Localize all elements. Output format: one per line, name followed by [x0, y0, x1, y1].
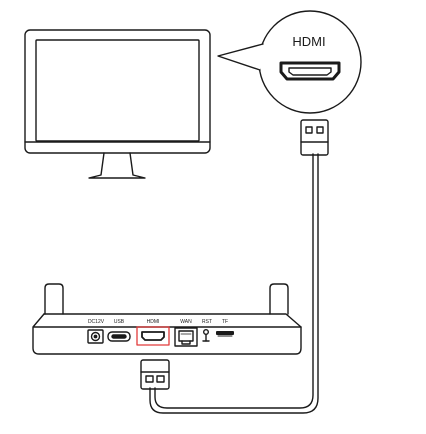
callout-label: HDMI — [292, 34, 325, 49]
antenna-left — [44, 283, 64, 315]
nvr-body — [32, 313, 302, 355]
monitor-frame — [24, 29, 211, 154]
hdmi-callout: HDMI — [217, 10, 362, 114]
reset-button-icon — [202, 329, 210, 342]
hdmi-plug-bottom — [140, 359, 170, 390]
port-label-dc: DC12V — [88, 319, 105, 325]
port-label-hdmi: HDMI — [147, 319, 160, 325]
monitor-screen — [35, 39, 200, 142]
antenna-right — [269, 283, 289, 315]
tf-slot-icon — [216, 331, 234, 337]
dc-port-icon — [87, 329, 104, 344]
cable-line-outer — [154, 153, 314, 409]
port-label-tf: TF — [222, 319, 228, 325]
hdmi-port-icon — [279, 61, 341, 81]
wan-port-icon — [174, 327, 198, 347]
port-label-usb: USB — [114, 319, 125, 325]
cable-line-inner — [149, 153, 319, 414]
nvr-device: DC12V USB HDMI WAN RST TF — [32, 283, 302, 355]
monitor-stand — [88, 152, 146, 179]
usb-port-icon — [107, 331, 131, 342]
nvr-top — [43, 313, 302, 328]
hdmi-plug-top — [300, 119, 329, 156]
port-label-rst: RST — [202, 319, 212, 325]
port-label-wan: WAN — [180, 319, 192, 325]
callout-pointer — [217, 43, 264, 71]
hdmi-port-icon-device — [141, 331, 165, 341]
monitor-icon — [24, 29, 211, 179]
hdmi-port-highlight — [136, 326, 170, 346]
hdmi-cable — [140, 119, 329, 414]
